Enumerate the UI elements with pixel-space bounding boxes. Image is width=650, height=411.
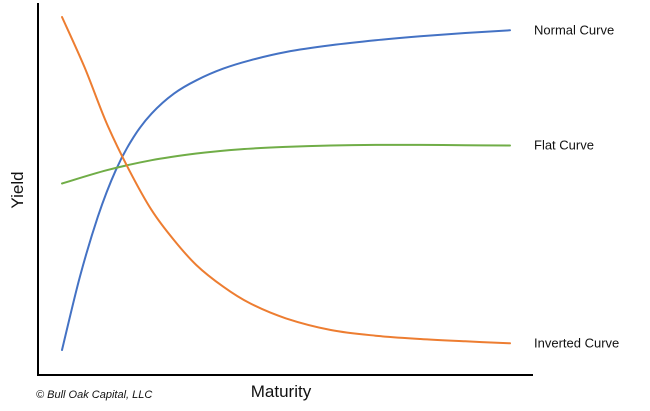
y-axis-title: Yield bbox=[8, 171, 27, 208]
series-line-inverted-curve bbox=[61, 16, 511, 345]
copyright-text: © Bull Oak Capital, LLC bbox=[36, 389, 152, 401]
series-line-flat-curve bbox=[61, 143, 511, 185]
series-layer bbox=[61, 16, 511, 351]
x-axis-title: Maturity bbox=[251, 382, 312, 401]
series-label-flat-curve: Flat Curve bbox=[534, 138, 594, 153]
series-line-normal-curve bbox=[61, 29, 511, 351]
series-label-inverted-curve: Inverted Curve bbox=[534, 335, 619, 350]
series-label-normal-curve: Normal Curve bbox=[534, 22, 614, 37]
